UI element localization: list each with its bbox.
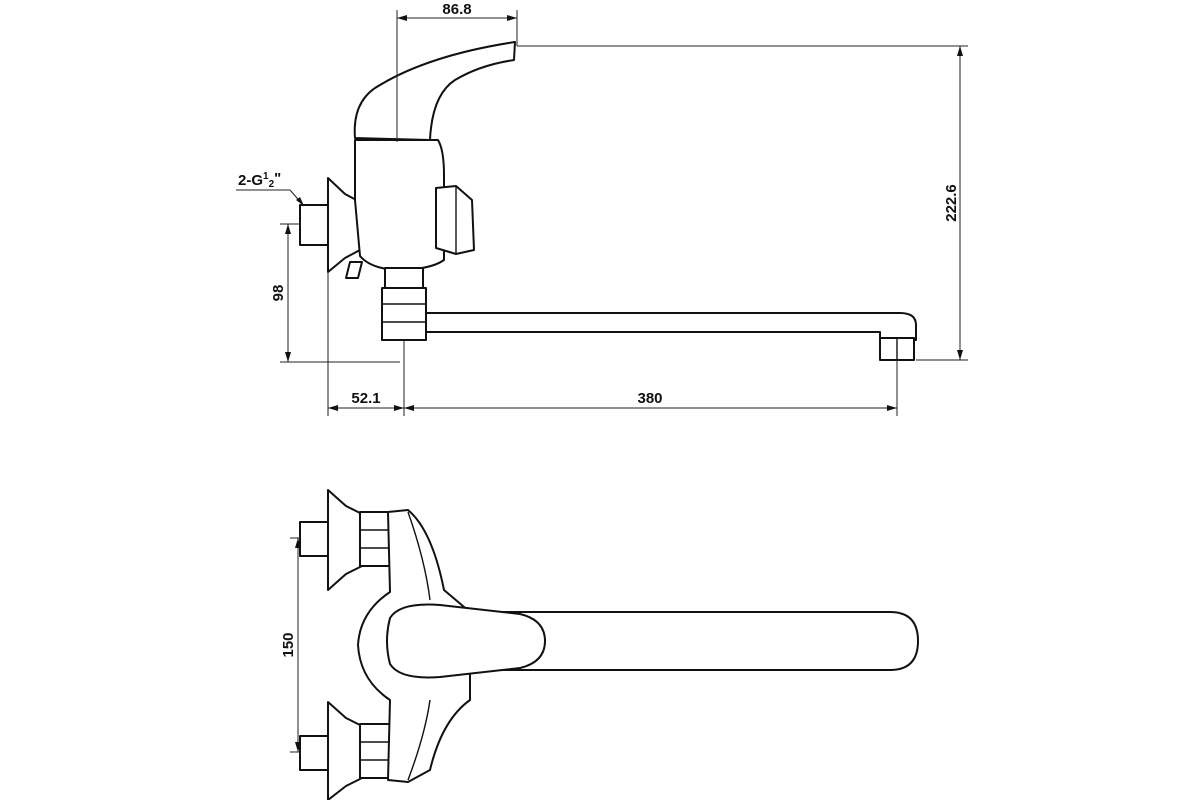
dim-inlet-spacing: 150 xyxy=(280,632,297,657)
thread-callout: 2-G12" xyxy=(236,170,305,207)
lower-hex-nut xyxy=(359,723,391,779)
swivel-nut xyxy=(381,287,427,341)
handle-lever xyxy=(353,41,516,141)
dim-wall-offset: 52.1 xyxy=(351,390,380,407)
upper-inlet-pipe xyxy=(299,521,333,557)
valve-stub xyxy=(345,261,363,279)
inlet-pipe xyxy=(299,204,333,246)
mixer-body xyxy=(354,139,445,271)
top-view: 150 xyxy=(280,489,919,800)
upper-hex-nut xyxy=(359,511,391,567)
dim-total-height: 222.6 xyxy=(943,184,960,222)
spout-top xyxy=(469,611,919,671)
lower-inlet-pipe xyxy=(299,735,333,771)
thread-label: 2-G12" xyxy=(238,170,281,190)
upper-wall-flange xyxy=(327,489,363,591)
diverter-knob xyxy=(435,185,475,255)
swivel-collar xyxy=(384,267,424,289)
lower-wall-flange xyxy=(327,701,363,800)
side-view: 86.8 222.6 98 52.1 380 2 xyxy=(236,1,968,416)
handle-top xyxy=(386,603,546,679)
spout xyxy=(425,312,917,341)
dim-spout-length: 380 xyxy=(637,390,662,407)
dim-inlet-height: 98 xyxy=(270,285,287,302)
dim-spout-width: 86.8 xyxy=(442,1,471,18)
